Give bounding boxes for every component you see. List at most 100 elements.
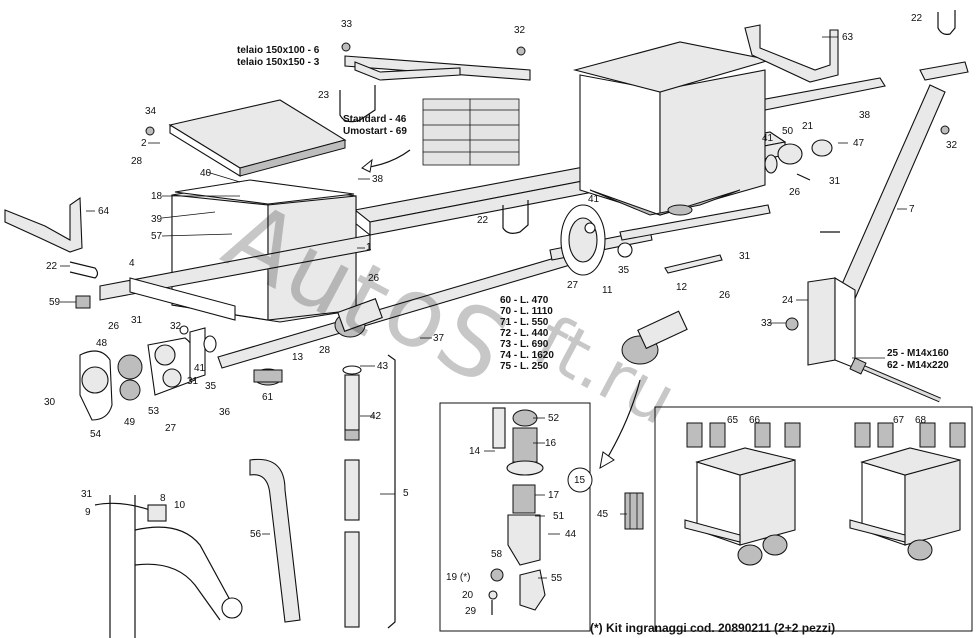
callout-61: 61 [262,392,274,403]
length-item: 75 - L. 250 [500,361,549,372]
callout-29: 29 [465,606,477,617]
callout-31d: 31 [829,176,841,187]
callout-41b: 41 [588,194,600,205]
gearbox [79,327,206,421]
callout-22b: 22 [477,215,489,226]
detail-frame [439,402,591,632]
callout-53: 53 [148,406,160,417]
lengths-list: 60 - L. 470 70 - L. 1110 71 - L. 550 72 … [500,295,554,372]
callout-19: 19 (*) [446,572,471,583]
bracket-24 [807,277,856,369]
callout-35a: 35 [205,381,217,392]
callout-41a: 41 [762,133,774,144]
mount-sketch [94,495,243,638]
callout-11: 11 [602,285,613,296]
callout-5: 5 [403,488,409,499]
strut [834,61,969,311]
callout-21: 21 [802,121,814,132]
callout-20: 20 [462,590,474,601]
callout-4: 4 [129,258,135,269]
callout-58: 58 [491,549,503,560]
callout-32b: 32 [170,321,182,332]
right-hopper [572,41,771,216]
callout-16: 16 [545,438,557,449]
callout-67: 67 [893,415,905,426]
callout-28a: 28 [131,156,143,167]
callout-27b: 27 [165,423,177,434]
callout-12: 12 [676,282,688,293]
callout-40: 40 [200,168,212,179]
callout-22c: 22 [46,261,58,272]
callout-31b: 31 [187,376,199,387]
callout-42: 42 [370,411,382,422]
callout-54: 54 [90,429,102,440]
callout-52: 52 [548,413,560,424]
frame-link [344,55,531,81]
callout-47: 47 [853,138,865,149]
u-bolts [69,10,956,279]
callout-33a: 33 [341,19,353,30]
callout-65: 65 [727,415,739,426]
length-item: 60 - L. 470 [500,295,549,306]
callout-9: 9 [85,507,91,518]
callout-63: 63 [842,32,854,43]
callout-14: 14 [469,446,481,457]
callout-17: 17 [548,490,560,501]
knob-61 [253,368,283,386]
callout-66: 66 [749,415,761,426]
callout-55: 55 [551,573,563,584]
callout-32a: 32 [514,25,526,36]
callout-30: 30 [44,397,56,408]
callout-26a: 26 [368,273,380,284]
callout-26b: 26 [108,321,120,332]
callout-59: 59 [49,297,61,308]
length-item: 73 - L. 690 [500,339,549,350]
callout-50: 50 [782,126,794,137]
standard-line-1: Standard - 46 [343,114,407,125]
callout-48: 48 [96,338,108,349]
callout-31e: 31 [81,489,93,500]
callout-43: 43 [377,361,389,372]
length-item: 74 - L. 1620 [500,350,554,361]
callout-38b: 38 [859,110,871,121]
callout-15: 15 [574,475,586,486]
callout-34: 34 [145,106,157,117]
callout-49: 49 [124,417,136,428]
callout-1: 1 [366,242,372,253]
callout-64: 64 [98,206,110,217]
callout-57: 57 [151,231,163,242]
leader-lines [60,36,907,579]
callout-37: 37 [433,333,445,344]
length-item: 72 - L. 440 [500,328,549,339]
bolt-spec-2: 62 - M14x220 [887,360,949,371]
bracket-64 [4,196,83,253]
callout-32c: 32 [946,140,958,151]
callout-35b: 35 [618,265,630,276]
telaio-line-2: telaio 150x150 - 3 [237,57,320,68]
callout-26d: 26 [719,290,731,301]
tube-42 [342,354,396,629]
bolt-25 [849,357,941,403]
callout-8: 8 [160,493,166,504]
length-item: 71 - L. 550 [500,317,549,328]
length-item: 70 - L. 1110 [500,306,553,317]
callout-31a: 31 [131,315,143,326]
callout-33b: 33 [761,318,773,329]
small-parts [75,42,950,353]
callout-10: 10 [174,500,186,511]
kit-note: (*) Kit ingranaggi cod. 20890211 (2+2 pe… [590,621,836,635]
variant-frame [654,406,973,632]
callout-41c: 41 [194,363,206,374]
dosing-units [334,204,688,365]
callout-36: 36 [219,407,231,418]
callout-13: 13 [292,352,304,363]
callout-24: 24 [782,295,794,306]
callout-44: 44 [565,529,577,540]
callout-45: 45 [597,509,609,520]
callout-51: 51 [553,511,565,522]
callout-39: 39 [151,214,163,225]
callout-28b: 28 [319,345,331,356]
callout-27a: 27 [567,280,579,291]
